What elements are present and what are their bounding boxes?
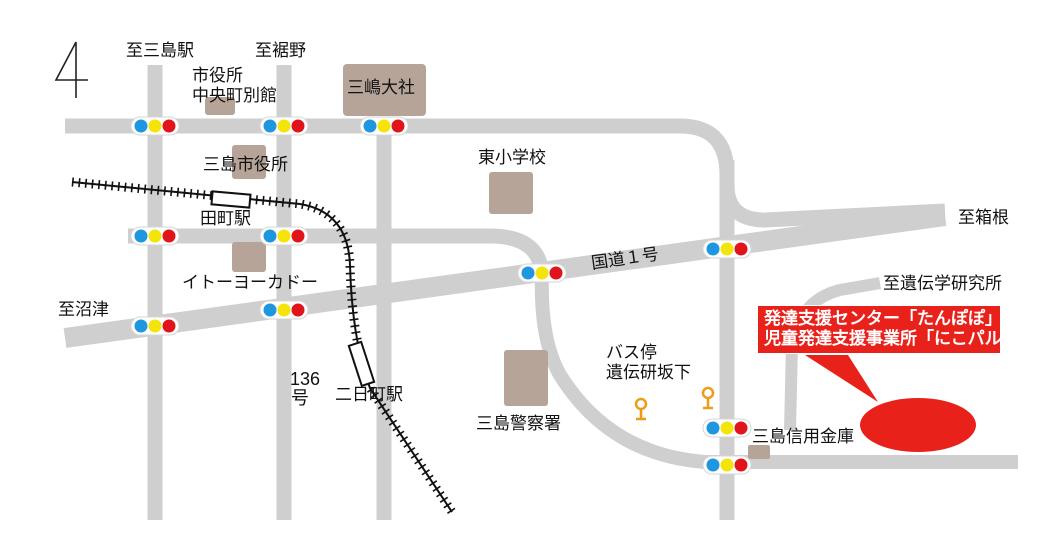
road-curve-south <box>534 274 1018 469</box>
futsukamachi-station-marker <box>347 340 376 388</box>
building-police <box>504 350 548 406</box>
north-marker <box>54 41 88 98</box>
callout-pointer <box>805 355 878 402</box>
building-higashi-elementary <box>489 172 533 214</box>
buildings <box>205 64 770 459</box>
label-tamachi-station: 田町駅 <box>200 209 251 228</box>
roads <box>63 65 1018 520</box>
railway <box>71 177 456 515</box>
traffic-signal-icon <box>259 226 309 246</box>
label-to-mishima-station: 至三島駅 <box>126 41 194 60</box>
label-to-susono: 至裾野 <box>255 41 306 60</box>
destination-marker <box>860 398 976 452</box>
label-route136: 136号 <box>290 369 321 408</box>
road-route1 <box>63 206 947 348</box>
traffic-signal-icon <box>259 300 309 320</box>
traffic-signal-icon <box>702 239 752 259</box>
traffic-signal-icon <box>130 116 180 136</box>
destination <box>805 355 976 452</box>
traffic-signal-icon <box>517 263 567 283</box>
traffic-signal-icon <box>359 116 409 136</box>
bus-stops <box>634 386 715 421</box>
tamachi-station-marker <box>210 190 252 209</box>
label-to-hakone: 至箱根 <box>958 208 1009 227</box>
building-ito-yokado <box>232 242 266 272</box>
callout-line1: 発達支援センター「たんぽぽ」 <box>764 309 1002 328</box>
callout-line2: 児童発達支援事業所「にこパル」 <box>764 329 1019 349</box>
north-marker-icon <box>54 41 88 98</box>
label-ito-yokado: イトーヨーカドー <box>182 273 318 292</box>
label-bus-stop-line1: バス停 <box>606 343 657 362</box>
label-city-office-branch-line2: 中央町別館 <box>192 86 277 105</box>
traffic-signal-icon <box>130 316 180 336</box>
destination-callout: 発達支援センター「たんぽぽ」 児童発達支援事業所「にこパル」 <box>757 305 1019 354</box>
bus-stop-icon <box>701 386 715 410</box>
building-shinkin-bank <box>748 445 770 459</box>
road-middle-street <box>128 228 550 276</box>
traffic-signal-icon <box>702 418 752 438</box>
label-mishima-city-office: 三島市役所 <box>203 155 288 174</box>
label-mishima-police: 三島警察署 <box>476 414 561 433</box>
label-to-numazu: 至沼津 <box>58 300 109 319</box>
label-futsukamachi-station: 二日町駅 <box>335 385 403 404</box>
building-mishima-city-office <box>232 145 266 179</box>
traffic-signal-icon <box>702 455 752 475</box>
label-mishima-shinkin: 三島信用金庫 <box>752 427 854 446</box>
traffic-signal-icon <box>130 226 180 246</box>
label-higashi-elementary: 東小学校 <box>478 148 546 167</box>
building-city-office-branch <box>205 97 235 115</box>
road-upper-avenue <box>65 118 946 228</box>
label-city-office-branch-line1: 市役所 <box>192 66 243 85</box>
bus-stop-icon <box>634 397 648 421</box>
label-mishima-taisha: 三嶋大社 <box>347 78 415 97</box>
label-to-genetics-institute: 至遺伝学研究所 <box>883 274 1002 293</box>
traffic-signals <box>130 116 752 475</box>
label-bus-stop-line2: 遺伝研坂下 <box>606 363 691 382</box>
traffic-signal-icon <box>259 116 309 136</box>
building-mishima-taisha <box>343 64 426 116</box>
